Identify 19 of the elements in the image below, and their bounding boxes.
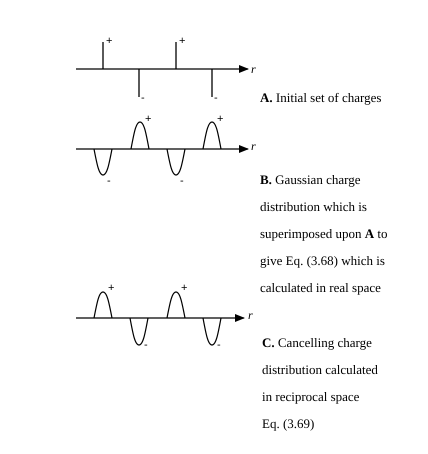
charge-sign: - — [141, 93, 145, 104]
charge-sign: + — [145, 114, 152, 125]
panel-caption: A. Initial set of charges — [260, 89, 382, 107]
charge-sign: + — [108, 283, 114, 294]
charge-sign: + — [181, 283, 188, 294]
charge-sign: - — [217, 340, 221, 351]
charge-sign: - — [180, 176, 184, 187]
charge-sign: + — [106, 36, 112, 47]
charge-sign: + — [217, 114, 224, 125]
axis-label: r — [251, 140, 256, 152]
panel-caption: B. Gaussian charge distribution which is superimposed upon A to give Eq. (3.68) which is calculated in real space — [260, 171, 388, 297]
charge-sign: - — [144, 340, 148, 351]
charge-sign: - — [107, 176, 111, 187]
axis-label: r — [248, 309, 253, 321]
axis-label: r — [251, 63, 256, 75]
charge-sign: + — [179, 36, 186, 47]
equation-reference: Eq. (3.69) — [262, 415, 314, 433]
charge-sign: - — [214, 93, 218, 104]
panel-caption: C. Cancelling charge distribution calculated in reciprocal space — [262, 334, 379, 406]
